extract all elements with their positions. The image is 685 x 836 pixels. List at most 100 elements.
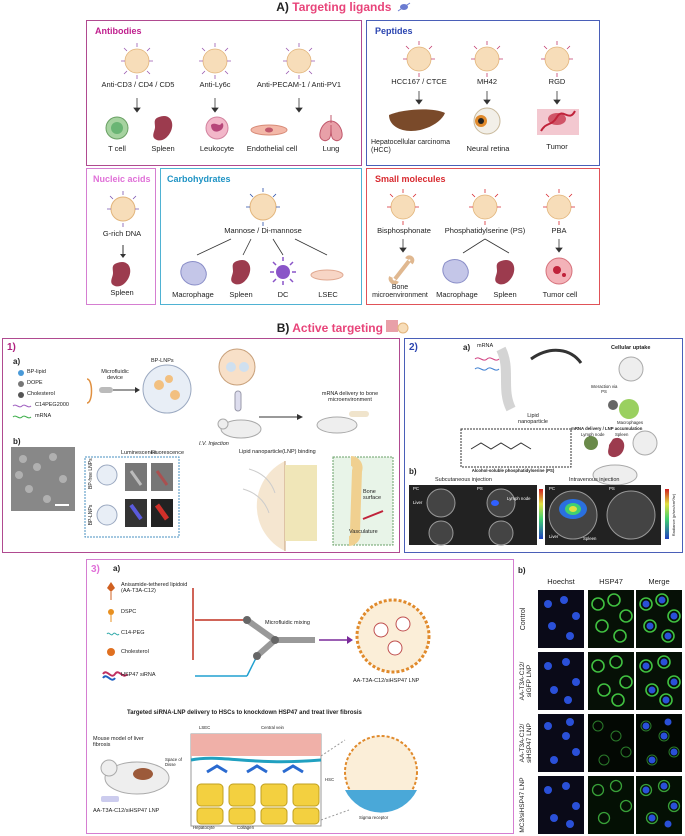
- ligand-icon: [397, 2, 411, 12]
- col-merge: Merge: [648, 577, 670, 586]
- carbs-graphics: [180, 188, 344, 286]
- p3-comp-3: C14-PEG: [121, 630, 145, 636]
- p2-pc-1: PC: [413, 486, 419, 491]
- p2-pc-2: PC: [549, 486, 555, 491]
- target-macrophage: Macrophage: [172, 290, 214, 299]
- component-mrna: mRNA: [35, 413, 52, 419]
- row-bp-lnps: BP-LNPs: [88, 504, 94, 526]
- nucleic-target: Spleen: [110, 288, 134, 297]
- antibody-ligand-1: Anti-CD3 / CD4 / CD5: [101, 80, 175, 89]
- p2-lymph: Lymph node: [581, 432, 605, 437]
- microscopy-grid: [538, 590, 682, 834]
- p2-radiance-2: Radiance (p/sec/cm²/sr): [671, 493, 676, 537]
- peptides-graphics: [389, 41, 579, 135]
- target-neural-retina: Neural retina: [466, 144, 510, 153]
- p3-hsc: HSC: [325, 777, 335, 782]
- panel-2-a: a): [463, 343, 471, 352]
- p2-liver-1: Liver: [413, 500, 423, 505]
- p2-lymph-node: Lymph node: [507, 496, 531, 501]
- mrna-delivery: mRNA delivery to bone microenvironment: [321, 391, 379, 404]
- p3-lnp: AA-T3A-C12/siHSP47 LNP: [353, 678, 420, 684]
- p2-mrna: mRNA: [477, 343, 494, 349]
- component-bp-lipid: BP-lipid: [27, 369, 46, 375]
- p2-sc: Subcutaneous injection: [435, 477, 492, 483]
- row-sihsp47: AA-T3A-C12/ siHSP47 LNP: [519, 723, 533, 763]
- p2-spleen: Spleen: [615, 432, 629, 437]
- carbs-ligand: Mannose / Di-mannose: [224, 226, 302, 235]
- p2-lipid-np: Lipid nanoparticle: [518, 413, 548, 426]
- row-sigfp: AA-T3A-C12/ siGFP LNP: [519, 661, 533, 701]
- p2-iv: Intravenous injection: [569, 477, 620, 483]
- microfluidic-device: Microfluidic device: [101, 369, 129, 382]
- nucleic-graphics: [107, 191, 139, 287]
- p3-mixing: Microfluidic mixing: [265, 620, 310, 626]
- peptide-ligand-2: MH42: [476, 77, 497, 86]
- component-dope: DOPE: [27, 380, 43, 386]
- p3-lnp-2: AA-T3A-C12/siHSP47 LNP: [93, 808, 160, 814]
- peptide-ligand-1: HCC167 / CTCE: [391, 77, 447, 86]
- target-t-cell: T cell: [108, 144, 126, 153]
- small-molecules-panel: Small molecules Bisphosphonate Phosphati…: [366, 168, 600, 305]
- target-spleen: Spleen: [151, 144, 175, 153]
- p3-collagen: Collagen: [237, 825, 254, 830]
- target-hcc: Hepatocellular carcinoma (HCC): [371, 139, 450, 154]
- p2-radiance-1: Radiance (p/sec/cm²/sr): [529, 493, 534, 537]
- antibodies-panel: Antibodies Anti-CD3 / CD4 / CD5 Anti-Ly6…: [86, 20, 362, 166]
- antibodies-graphics: [105, 43, 343, 142]
- target-spleen-3: Spleen: [493, 290, 517, 299]
- small-ligand-3: PBA: [551, 226, 567, 235]
- section-b-prefix: B): [276, 321, 290, 335]
- panel-3-a: a): [113, 564, 121, 573]
- vasculature: Vasculature: [349, 529, 378, 535]
- p3-sigma: Sigma receptor: [359, 815, 389, 820]
- p3-comp-5: HSP47 siRNA: [121, 672, 156, 678]
- carbs-header: Carbohydrates: [167, 174, 231, 184]
- row-control: Control: [520, 607, 527, 631]
- panel-3-graphics: [100, 582, 431, 827]
- target-lung: Lung: [322, 144, 340, 153]
- target-lsec: LSEC: [318, 290, 338, 299]
- microscopy-panel: b) Hoechst HSP47 Merge: [518, 566, 684, 834]
- p3-comp-1: Anisamide-tethered lipidoid (AA-T3A-C12): [121, 582, 188, 595]
- antibody-ligand-2: Anti-Ly6c: [199, 80, 231, 89]
- nucleic-panel: Nucleic acids G-rich DNA Spleen: [86, 168, 156, 305]
- col-hsp47: HSP47: [599, 577, 623, 586]
- panel-3-num: 3): [91, 564, 100, 575]
- panel-1: 1) a) b): [2, 338, 400, 553]
- p2-macrophages: Macrophages: [617, 420, 644, 425]
- p3-disse: Space of Disse: [165, 757, 182, 767]
- luminescence-label: Luminescence: [121, 450, 157, 456]
- panel-2-b: b): [409, 467, 417, 476]
- section-a-title-text: Targeting ligands: [292, 0, 392, 14]
- iv-injection: I.V. Injection: [199, 441, 229, 447]
- row-bp-free: BP-free LNPs: [88, 458, 94, 489]
- target-tumor-cell: Tumor cell: [542, 290, 578, 299]
- p3-central-vein: Central vein: [261, 725, 284, 730]
- p2-liver-2: Liver: [549, 534, 559, 539]
- fluorescence-label: Fluorescence: [151, 450, 185, 456]
- component-cholesterol: Cholesterol: [27, 391, 55, 397]
- section-a-title: A) Targeting ligands: [0, 0, 685, 14]
- bone-surface: Bone surface: [363, 489, 382, 502]
- panel-3: 3) a) Anisamide-tethered lipidoid (AA-T3…: [86, 559, 514, 834]
- p2-ps-1: PS: [477, 486, 483, 491]
- p3-banner: Targeted siRNA-LNP delivery to HSCs to k…: [127, 710, 362, 716]
- section-b-title: B) Active targeting: [0, 318, 685, 335]
- panel-1-a: a): [13, 357, 21, 366]
- bp-lnps-label: BP-LNPs: [151, 358, 174, 364]
- nucleic-ligand: G-rich DNA: [102, 229, 142, 238]
- target-spleen-2: Spleen: [229, 290, 253, 299]
- p2-ps-2: PS: [609, 486, 615, 491]
- small-graphics: [387, 189, 575, 285]
- peptides-panel: Peptides HCC167 / CTCE MH42 RGD Hepatoce…: [366, 20, 600, 166]
- panel-1-b: b): [13, 437, 21, 446]
- p3-hepatocyte: Hepatocyte: [193, 825, 215, 830]
- p3-lsec: LSEC: [199, 725, 211, 730]
- p3-mouse: Mouse model of liver fibrosis: [93, 736, 144, 749]
- target-leukocyte: Leukocyte: [199, 144, 235, 153]
- peptide-ligand-3: RGD: [548, 77, 566, 86]
- p2-ps: Alcohol-soluble phosphatidylserine (PS): [471, 468, 555, 473]
- p3-comp-4: Cholesterol: [121, 649, 149, 655]
- panel-3-b: b): [518, 566, 526, 575]
- panel-2-graphics: [409, 346, 669, 546]
